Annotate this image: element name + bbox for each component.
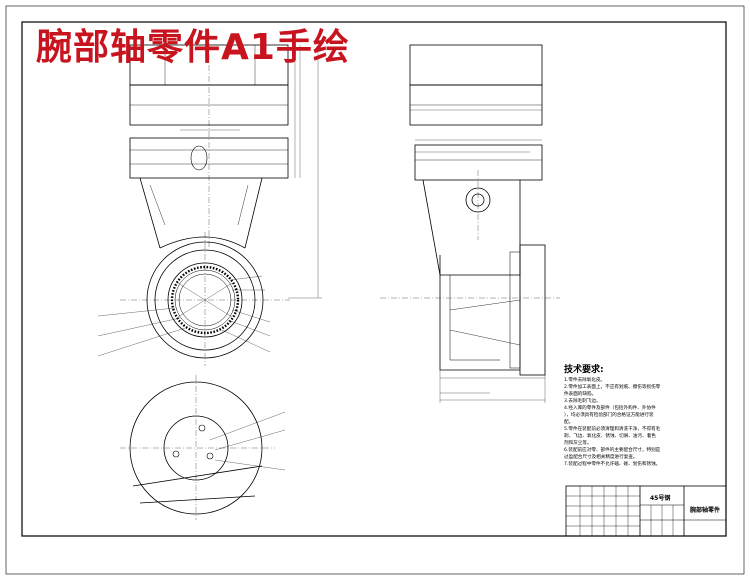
technical-note-line: 5.零件在装配前必须清理和清洗干净，不得有毛 <box>564 427 661 432</box>
drawing-title: 腕部轴零件A1手绘 <box>36 27 350 68</box>
technical-requirements-heading: 技术要求: <box>564 365 604 375</box>
technical-note-line: ），均必须具有检验部门的合格证方能进行装 <box>564 413 654 418</box>
technical-note-line: 配。 <box>564 420 574 425</box>
technical-requirements: 技术要求: 1.零件去除氧化皮。 2.零件加工表面上，不应有划痕、擦伤等损伤零 … <box>564 362 714 468</box>
technical-note-line: 3.去除毛刺飞边。 <box>564 399 601 404</box>
technical-note-line: 刺、飞边、氧化皮、锈蚀、切屑、油污、着色 <box>564 434 656 439</box>
technical-note-line: 6.装配前应对零、部件的主要配合尺寸，特别是 <box>564 448 661 453</box>
front-view <box>129 32 322 299</box>
technical-note-line: 件表面的缺陷。 <box>564 392 597 397</box>
title-block-material: 45号钢 <box>650 495 671 502</box>
technical-note-line: 1.零件去除氧化皮。 <box>564 378 606 383</box>
outer-border <box>5 5 745 575</box>
flange-section-view <box>97 232 290 366</box>
bottom-view <box>120 375 286 520</box>
technical-note-line: 7.装配过程中零件不允许磕、碰、划伤和锈蚀。 <box>564 462 661 467</box>
side-view <box>380 44 560 403</box>
technical-note-line: 剂和灰尘等。 <box>564 441 592 446</box>
title-block-part-name: 腕部轴零件 <box>690 507 721 514</box>
inner-frame <box>21 21 727 537</box>
title-block <box>565 485 727 537</box>
technical-note-line: 2.零件加工表面上，不应有划痕、擦伤等损伤零 <box>564 385 661 390</box>
technical-note-line: 过盈配合尺寸及相关精度进行复查。 <box>564 455 638 460</box>
technical-note-line: 4.经入库的零件及部件（包括外购件、外协件 <box>564 406 656 411</box>
